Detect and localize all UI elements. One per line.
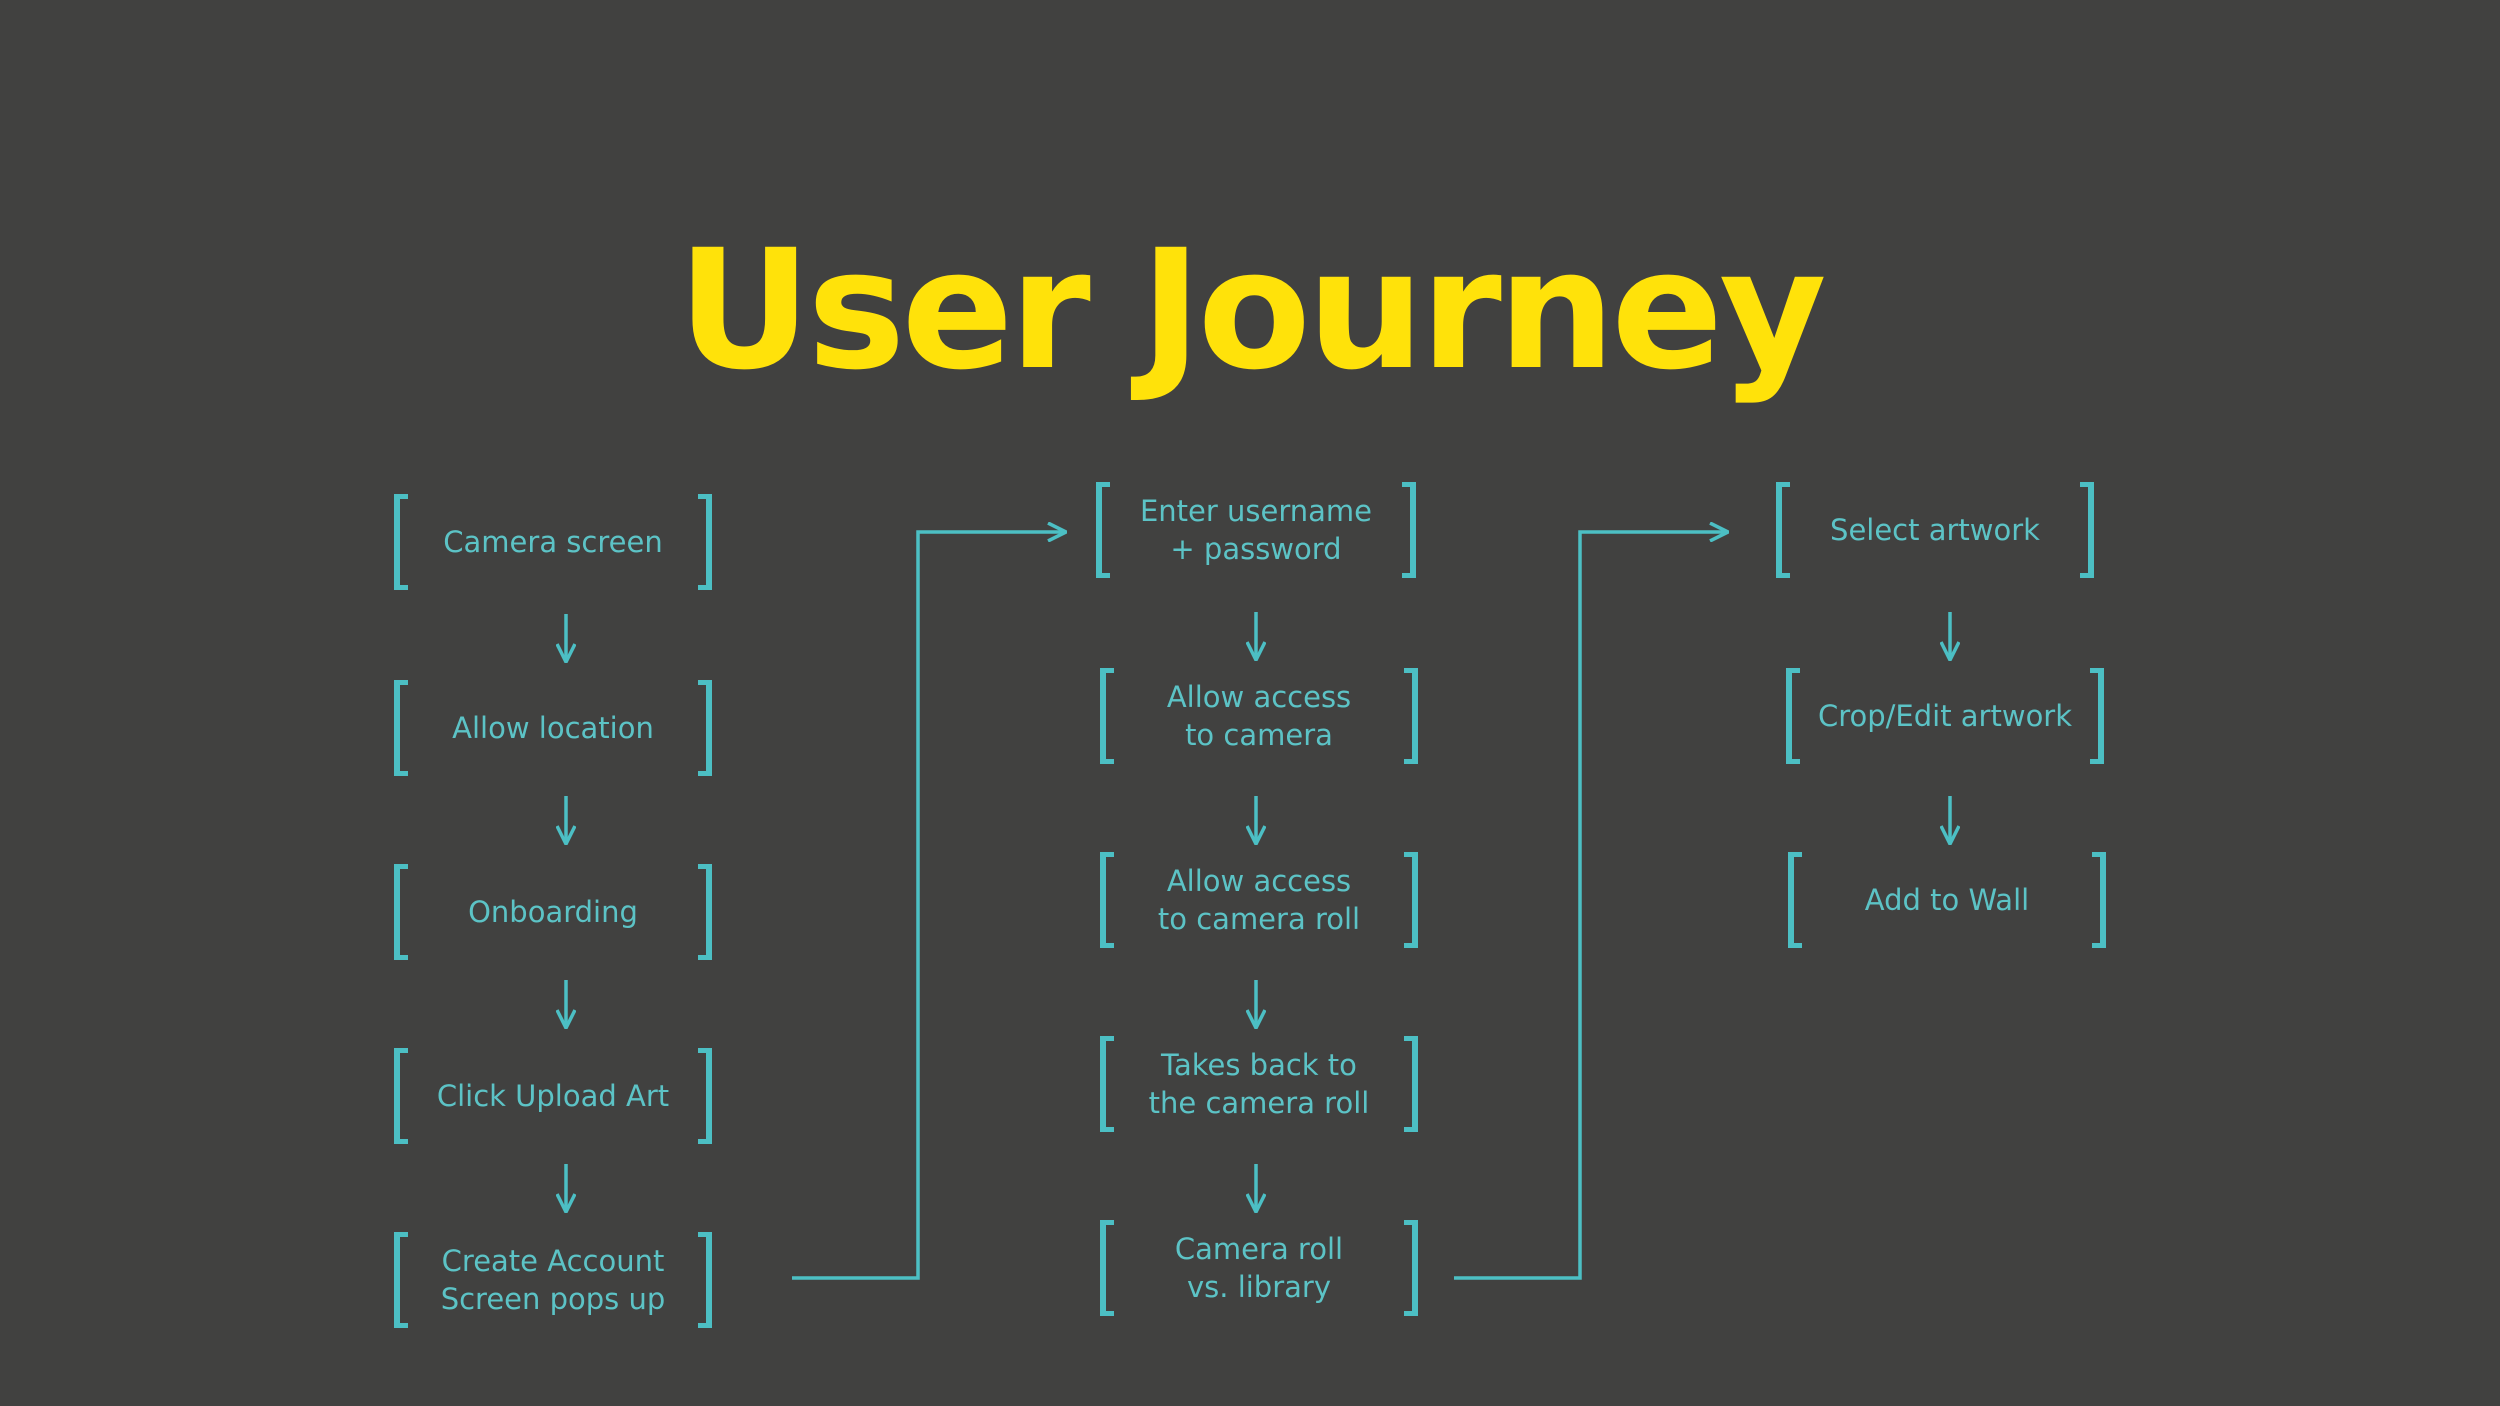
step-label: Create Account Screen pops up — [440, 1244, 666, 1316]
step-allow-camera-roll: Allow access to camera roll — [1100, 852, 1418, 948]
right-bracket — [698, 1048, 712, 1144]
step-crop-edit-artwork: Crop/Edit artwork — [1786, 668, 2104, 764]
step-select-artwork: Select artwork — [1776, 482, 2094, 578]
left-bracket — [394, 494, 408, 590]
right-bracket — [2080, 482, 2094, 578]
left-bracket — [1100, 852, 1114, 948]
step-enter-username: Enter username + password — [1096, 482, 1416, 578]
right-bracket — [698, 494, 712, 590]
right-bracket — [2092, 852, 2106, 948]
left-bracket — [394, 1048, 408, 1144]
step-label: Onboarding — [468, 895, 638, 929]
right-bracket — [1404, 1220, 1418, 1316]
step-label: Camera roll vs. library — [1174, 1232, 1344, 1304]
step-allow-location: Allow location — [394, 680, 712, 776]
step-label: Camera screen — [443, 525, 663, 559]
step-add-to-wall: Add to Wall — [1788, 852, 2106, 948]
elbow-connector-arrow — [792, 532, 1066, 1280]
left-bracket — [1788, 852, 1802, 948]
right-bracket — [698, 1232, 712, 1328]
step-takes-back: Takes back to the camera roll — [1100, 1036, 1418, 1132]
step-label: Allow location — [452, 711, 654, 745]
left-bracket — [1096, 482, 1110, 578]
left-bracket — [394, 1232, 408, 1328]
step-label: Click Upload Art — [436, 1079, 670, 1113]
step-click-upload-art: Click Upload Art — [394, 1048, 712, 1144]
elbow-connector-arrow — [1454, 532, 1728, 1280]
right-bracket — [1404, 668, 1418, 764]
left-bracket — [1100, 668, 1114, 764]
left-bracket — [1100, 1220, 1114, 1316]
step-label: Takes back to the camera roll — [1148, 1048, 1370, 1120]
left-bracket — [1786, 668, 1800, 764]
left-bracket — [1776, 482, 1790, 578]
left-bracket — [1100, 1036, 1114, 1132]
right-bracket — [1404, 1036, 1418, 1132]
step-label: Allow access to camera — [1166, 680, 1352, 752]
step-label: Enter username + password — [1139, 494, 1373, 566]
step-allow-camera: Allow access to camera — [1100, 668, 1418, 764]
step-camera-screen: Camera screen — [394, 494, 712, 590]
step-label: Select artwork — [1830, 513, 2040, 547]
step-onboarding: Onboarding — [394, 864, 712, 960]
left-bracket — [394, 864, 408, 960]
right-bracket — [2090, 668, 2104, 764]
step-label: Crop/Edit artwork — [1817, 699, 2073, 733]
right-bracket — [698, 680, 712, 776]
step-create-account: Create Account Screen pops up — [394, 1232, 712, 1328]
step-label: Allow access to camera roll — [1157, 864, 1361, 936]
right-bracket — [698, 864, 712, 960]
step-label: Add to Wall — [1864, 883, 2030, 917]
left-bracket — [394, 680, 408, 776]
right-bracket — [1404, 852, 1418, 948]
right-bracket — [1402, 482, 1416, 578]
step-camera-roll-vs-library: Camera roll vs. library — [1100, 1220, 1418, 1316]
page-title: User Journey — [677, 214, 1826, 406]
